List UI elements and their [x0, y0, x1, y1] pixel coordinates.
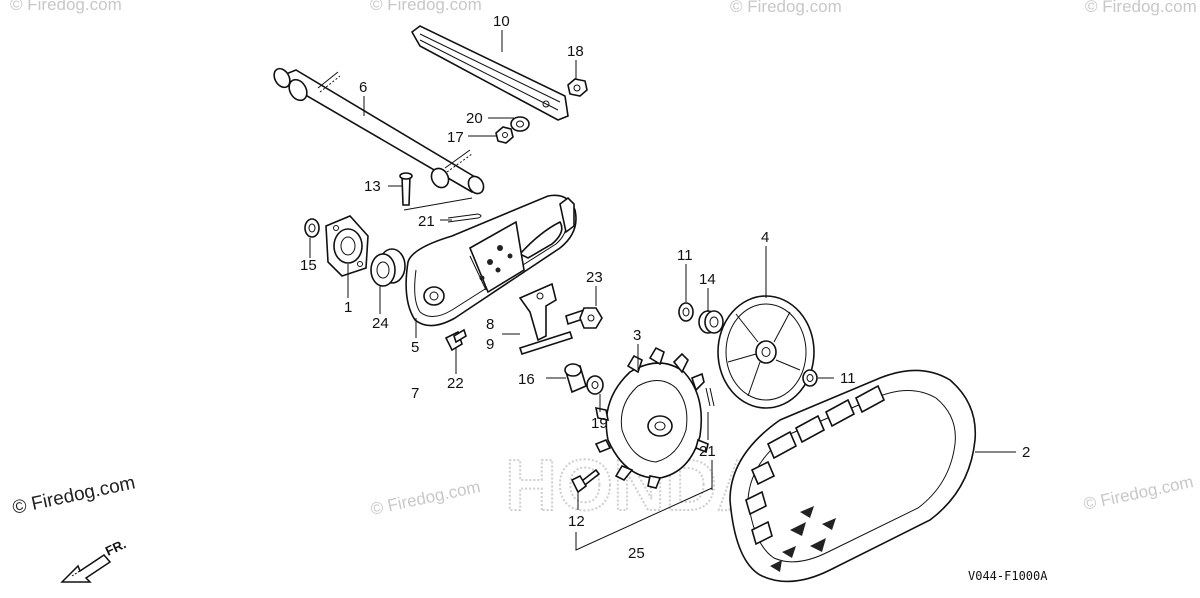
callout-21: 21	[699, 443, 716, 460]
callout-10: 10	[493, 13, 510, 30]
crawler-track	[729, 369, 977, 583]
idler-wheel	[717, 295, 815, 409]
watermark-text: © Firedog.com	[1085, 0, 1197, 16]
callout-25: 25	[628, 545, 645, 562]
watermark-text: © Firedog.com	[370, 0, 482, 14]
callout-19: 19	[591, 415, 608, 432]
collar	[698, 310, 724, 334]
callout-6: 6	[359, 79, 367, 96]
callout-11: 11	[840, 370, 856, 387]
callout-20: 20	[466, 110, 483, 127]
nut	[495, 126, 514, 144]
drive-shaft	[273, 67, 485, 195]
washer	[802, 369, 818, 387]
diagram-code: V044-F1000A	[968, 569, 1048, 583]
upper-rail-bracket	[410, 25, 569, 121]
callout-13: 13	[364, 178, 381, 195]
front-direction-arrow-icon	[60, 554, 112, 583]
callout-24: 24	[372, 315, 389, 332]
callouts: 10 18 20 17 6 13 21 15 1 24 5 7 22 8 9 2…	[300, 13, 1030, 562]
bolt	[570, 468, 601, 494]
bolt	[565, 307, 603, 329]
callout-5: 5	[411, 339, 419, 356]
callout-15: 15	[300, 257, 317, 274]
callout-11: 11	[677, 247, 693, 264]
callout-2: 2	[1022, 444, 1030, 461]
collar	[564, 363, 587, 394]
callout-9: 9	[486, 336, 494, 353]
callout-12: 12	[568, 513, 585, 530]
callout-14: 14	[699, 271, 716, 288]
cotter-pin	[705, 387, 715, 407]
cotter-pin	[447, 213, 482, 223]
watermark-text: © Firedog.com	[369, 477, 482, 519]
bolt	[444, 328, 467, 352]
callout-23: 23	[586, 269, 603, 286]
washer	[586, 375, 604, 395]
nut	[567, 78, 588, 97]
tensioner-bracket	[518, 282, 574, 356]
callout-3: 3	[633, 327, 641, 344]
bearing	[370, 248, 406, 287]
callout-8: 8	[486, 316, 494, 333]
watermark-text: © Firedog.com	[730, 0, 842, 16]
callout-7: 7	[411, 385, 419, 402]
pin	[399, 172, 413, 206]
callout-18: 18	[567, 43, 584, 60]
watermark-text: © Firedog.com	[1082, 472, 1195, 514]
callout-17: 17	[447, 129, 464, 146]
callout-4: 4	[761, 229, 769, 246]
front-direction-label: FR.	[103, 536, 128, 558]
leader-lines	[309, 30, 1016, 551]
callout-16: 16	[518, 371, 535, 388]
washer	[678, 302, 694, 322]
brand-watermark: © Firedog.com	[11, 472, 138, 519]
callout-1: 1	[344, 299, 352, 316]
watermark-text: © Firedog.com	[10, 0, 122, 14]
washer	[510, 116, 530, 132]
callout-21: 21	[418, 213, 435, 230]
chain-case	[405, 194, 577, 327]
washer	[304, 218, 320, 238]
bearing-holder	[325, 215, 369, 277]
callout-22: 22	[447, 375, 464, 392]
